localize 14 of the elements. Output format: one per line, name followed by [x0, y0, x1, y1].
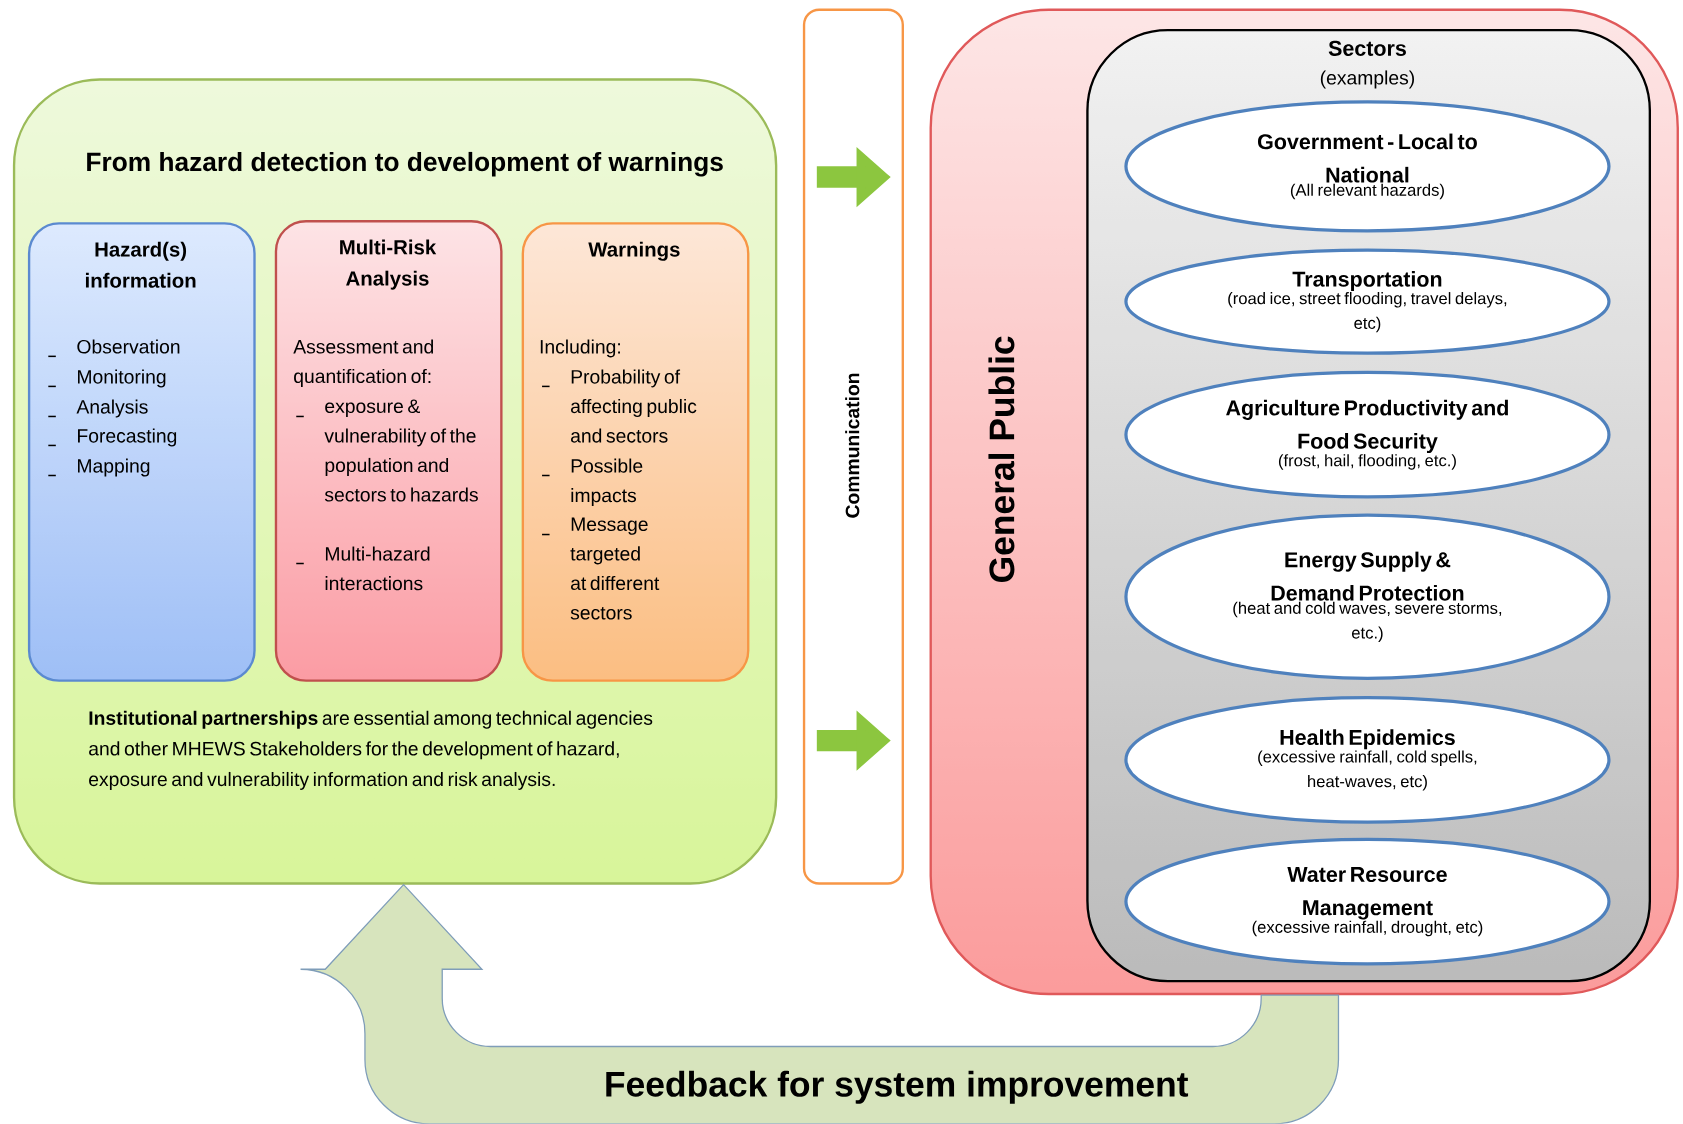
list-item: Probability of affecting public and sectors	[541, 369, 697, 443]
paragraph: Including:	[540, 339, 620, 358]
list-item: exposure & vulnerability of the population and sectors to hazards	[295, 399, 478, 502]
list-item: Message targeted at different sectors	[541, 517, 660, 620]
list-item: Monitoring	[47, 369, 166, 388]
list-item: Forecasting	[47, 428, 177, 447]
list-item: Analysis	[47, 399, 148, 418]
paragraph: Assessment and quantification of:	[293, 339, 433, 388]
list-item: Mapping	[47, 458, 150, 477]
list-item: Observation	[47, 339, 180, 358]
edge-label: Feedback for system improvement	[602, 1069, 1190, 1105]
list-item: Possible impacts	[541, 458, 643, 507]
list-item: Multi-hazard interactions	[295, 546, 430, 591]
vertical-box: Communication	[802, 8, 904, 885]
